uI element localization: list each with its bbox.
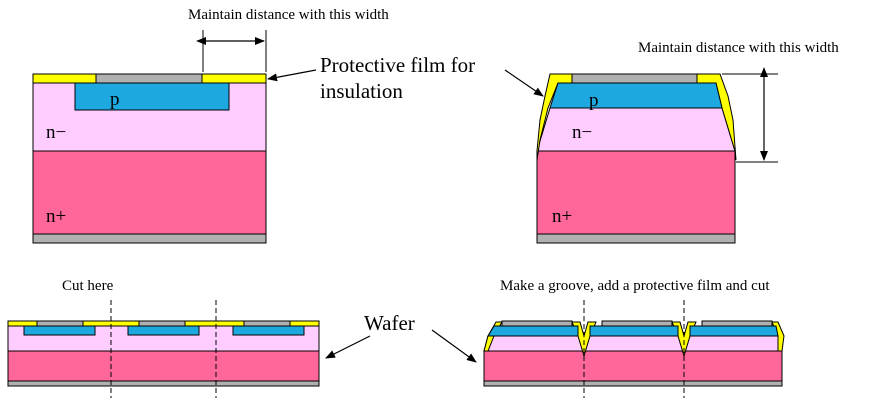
top-electrode <box>571 73 698 84</box>
cut-here-label: Cut here <box>62 278 114 294</box>
p-region <box>232 325 305 336</box>
p-region <box>549 82 723 109</box>
protective-film-label-line2: insulation <box>320 79 403 103</box>
protective-film <box>184 320 245 327</box>
top-electrode <box>243 320 291 327</box>
bottom-electrode <box>483 380 783 387</box>
maintain-distance-label-left: Maintain distance with this width <box>188 7 389 23</box>
n-plus-label: n+ <box>552 206 572 227</box>
width-indicator-left <box>196 30 267 72</box>
wafer-flat <box>7 300 320 398</box>
n-minus-region <box>536 107 736 152</box>
top-electrode <box>501 320 573 327</box>
top-electrode <box>601 320 673 327</box>
p-region <box>23 325 96 336</box>
bottom-electrode <box>32 233 267 244</box>
protective-film-right <box>201 73 267 84</box>
top-electrode <box>138 320 186 327</box>
protective-film-arrow <box>267 69 317 82</box>
n-plus-region <box>32 150 267 235</box>
protective-film-label-line1: Protective film for <box>320 53 475 77</box>
device-flat-cut: p n− n+ <box>32 73 267 244</box>
wafer-arrow-right <box>431 329 477 363</box>
protective-film-left <box>32 73 97 84</box>
bottom-electrode <box>7 380 320 387</box>
n-minus-label: n− <box>572 122 592 143</box>
wafer-grooved <box>483 300 785 398</box>
p-region <box>487 325 579 337</box>
device-grooved: p n− n+ <box>536 73 737 244</box>
p-label: p <box>110 89 120 110</box>
p-region <box>74 82 230 111</box>
top-electrode <box>701 320 773 327</box>
wafer-label: Wafer <box>364 311 415 335</box>
top-electrode <box>36 320 84 327</box>
n-minus-layer <box>683 335 783 352</box>
height-indicator-right <box>722 67 778 163</box>
n-plus-label: n+ <box>46 206 66 227</box>
p-region <box>127 325 200 336</box>
n-plus-layer <box>483 350 783 382</box>
n-minus-label: n− <box>46 122 66 143</box>
protective-film <box>289 320 320 327</box>
bottom-electrode <box>536 233 736 244</box>
p-region <box>589 325 679 337</box>
wafer-arrow-left <box>325 335 371 359</box>
n-plus-layer <box>7 350 320 382</box>
protective-film <box>7 320 38 327</box>
film-arrow-right <box>504 69 544 97</box>
maintain-distance-label-right: Maintain distance with this width <box>638 40 839 56</box>
n-minus-layer <box>583 335 685 352</box>
top-electrode <box>95 73 203 84</box>
groove-label: Make a groove, add a protective film and… <box>500 278 770 294</box>
p-label: p <box>589 90 599 111</box>
p-region <box>689 325 779 337</box>
n-minus-layer <box>483 335 585 352</box>
